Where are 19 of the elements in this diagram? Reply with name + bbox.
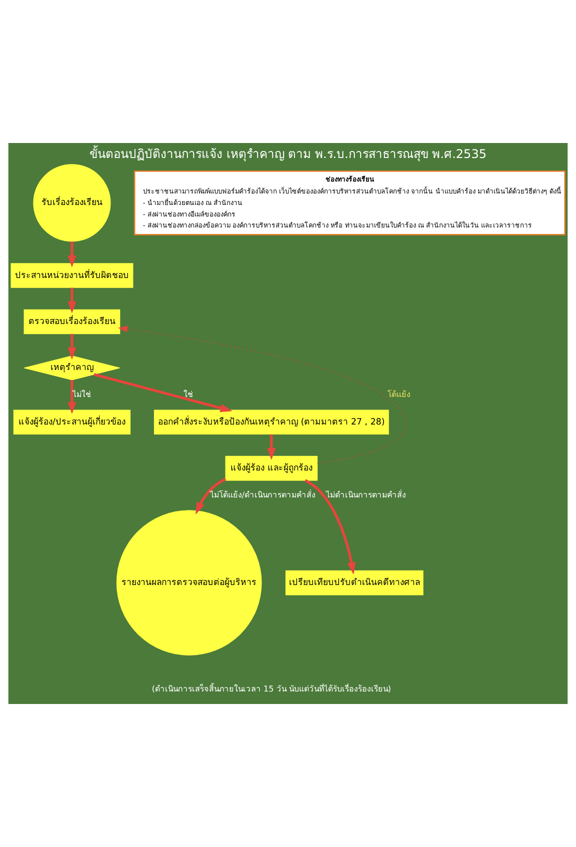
node-box: แจ้งผู้ร้อง/ประสานผู้เกี่ยวข้อง — [13, 410, 131, 434]
node-box: ออกคำสั่งระงับหรือป้องกันเหตุรำคาญ (ตามมาตรา 27 , 28) — [154, 410, 389, 434]
node-diamond: เหตุรำคาญ — [24, 356, 120, 380]
arrow — [68, 242, 76, 268]
arrow — [267, 434, 276, 460]
arrow — [118, 326, 407, 464]
node-box: แจ้งผู้ร้อง และผู้ถูกร้อง — [225, 456, 318, 481]
node-circle: รับเรื่องร้องเรียน — [33, 164, 111, 242]
arrow — [94, 373, 232, 412]
arrow — [68, 288, 76, 314]
node-box: ประสานหน่วยงานที่รับผิดชอบ — [10, 263, 134, 288]
node-circle: รายงานผลการตรวจสอบต่อผู้บริหาร — [116, 510, 262, 656]
arrow — [68, 380, 76, 414]
node-box: ตรวจสอบเรื่องร้องเรียน — [24, 309, 120, 334]
arrow — [304, 479, 356, 575]
arrow — [68, 334, 76, 360]
arrow — [196, 478, 226, 514]
node-box: เปรียบเทียบปรับดำเนินคดีทางศาล — [286, 570, 424, 596]
diagram-title: ขั้นตอนปฏิบัติงานการแจ้ง เหตุรำคาญ ตาม พ.ร.บ.การสาธารณสุข พ.ศ.2535 — [89, 146, 487, 161]
